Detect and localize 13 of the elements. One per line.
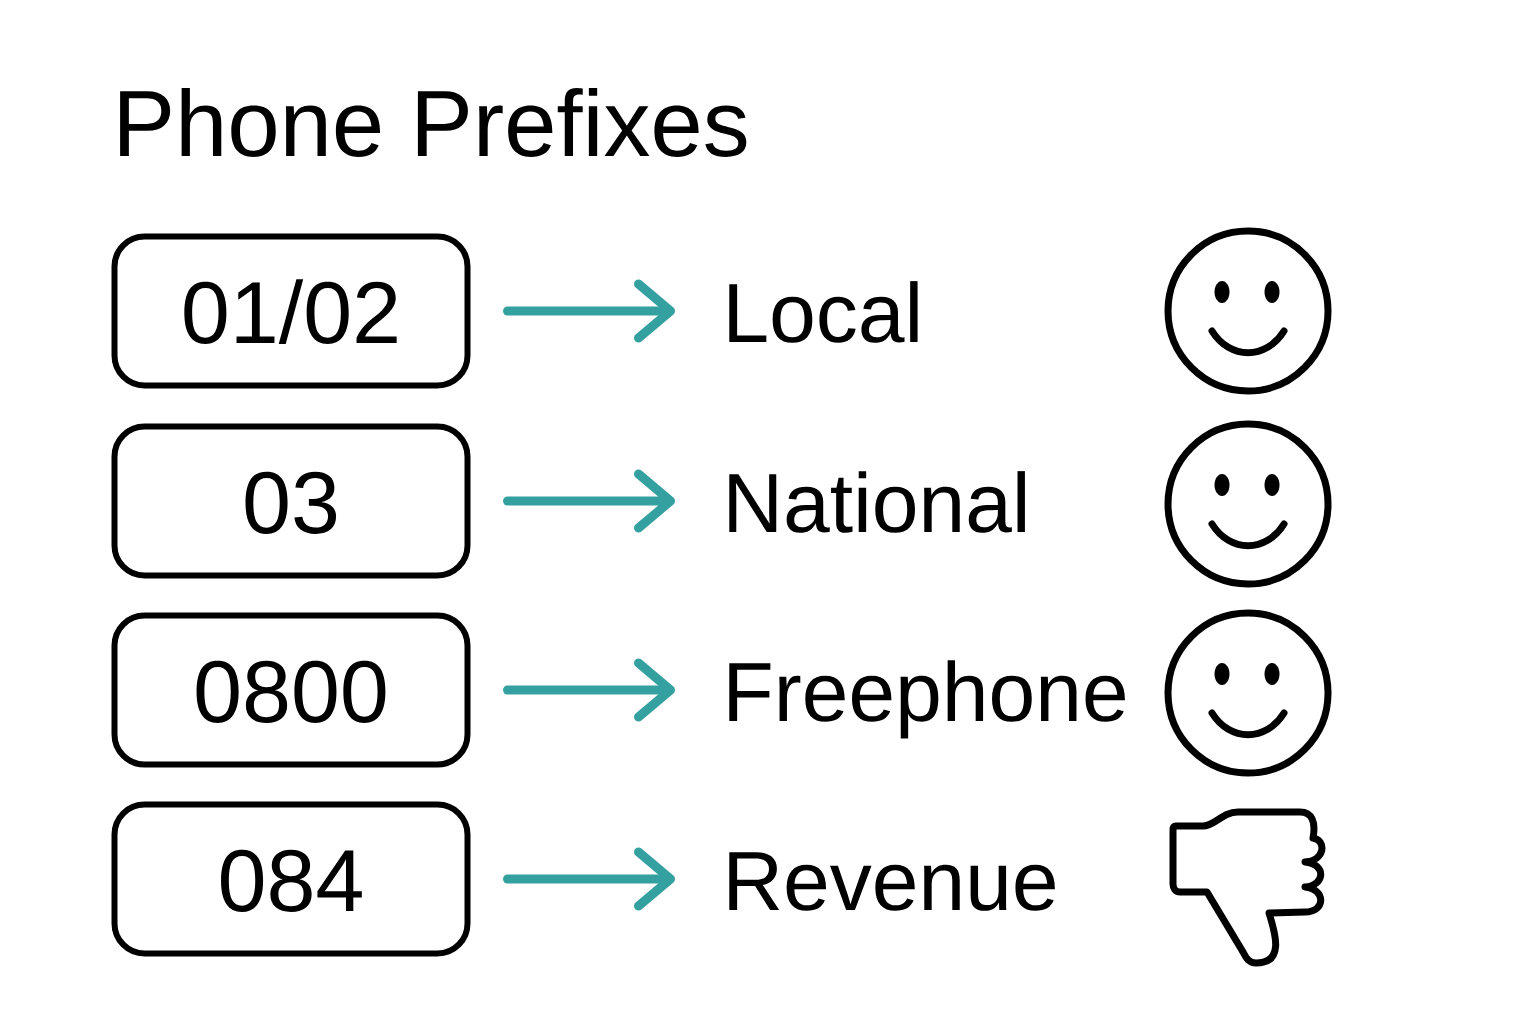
arrow [503,279,675,343]
arrow [503,469,675,533]
arrow [503,847,675,911]
title: Phone Prefixes [120,87,747,157]
category-label: Local [729,281,918,343]
prefix-box: 01/02 [111,233,471,389]
prefix-box: 0800 [111,612,471,768]
category-label: Freephone [729,660,1125,739]
prefix-box: 084 [111,801,471,957]
category-label: Revenue [729,852,1055,911]
prefix-box: 03 [111,423,471,579]
category-label: National [729,471,1025,533]
arrow [503,658,675,722]
